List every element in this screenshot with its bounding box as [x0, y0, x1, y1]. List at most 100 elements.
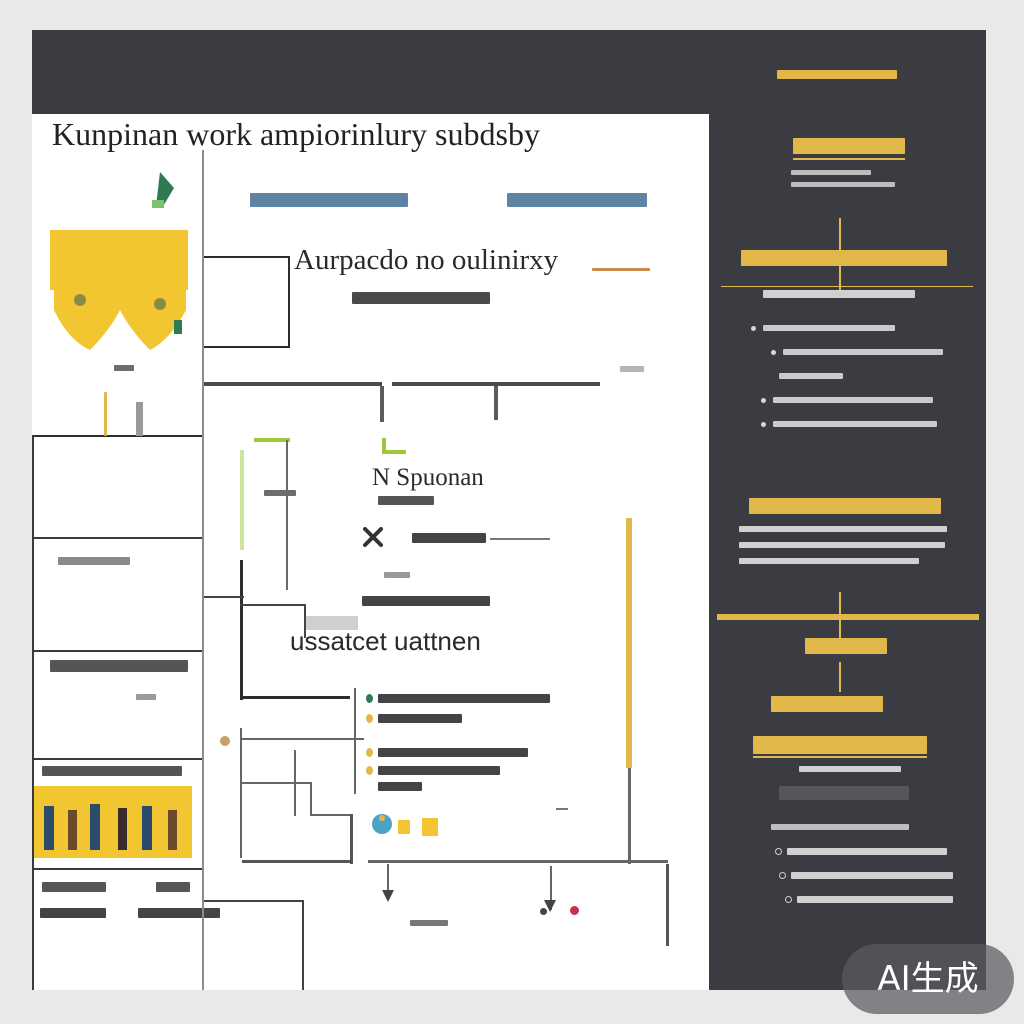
plan-wall [304, 604, 306, 638]
bottom-list-marker [775, 848, 782, 855]
sidebar-gold-band [717, 614, 979, 620]
poster-subtitle: Kunpinan work ampiorinlury subdsby [52, 116, 540, 152]
gallery-caption-right [156, 882, 190, 892]
sidebar-text [799, 766, 901, 772]
sidebar-text [763, 290, 915, 298]
legend-marker [366, 714, 373, 723]
plan-drop-line [550, 866, 552, 910]
plan-label-secondary: ussatcet uattnen [290, 626, 481, 656]
left-box-divider-4 [32, 868, 202, 870]
plan-furniture [306, 616, 358, 630]
plan-wall [204, 256, 290, 258]
bullet-text [779, 373, 843, 379]
sidebar-text-faint [779, 786, 909, 800]
bullet-text [763, 325, 895, 331]
room-label [384, 572, 410, 578]
sidebar-heading-4 [805, 638, 887, 654]
heading-underline-accent [592, 268, 650, 271]
plan-wall-vertical [240, 560, 243, 700]
left-box-divider-1 [32, 537, 202, 539]
gallery-caption-left [42, 882, 106, 892]
plan-wall-vertical [310, 782, 312, 816]
plan-wall-vertical [350, 814, 353, 864]
plan-label-primary-sub [378, 496, 434, 505]
blue-heading-right [507, 193, 647, 207]
sidebar-heading-2 [741, 250, 947, 266]
bullet-dot [771, 350, 776, 355]
footer-caption-right [138, 908, 220, 918]
x-marker-leader [490, 538, 550, 540]
footer-caption-left [40, 908, 106, 918]
green-accent [382, 450, 406, 454]
bullet-dot [761, 422, 766, 427]
left-box-divider-2 [32, 650, 202, 652]
plan-corridor-wall [392, 382, 600, 386]
legend-marker [366, 766, 373, 775]
caption-placeholder [114, 365, 134, 371]
plan-wall [556, 808, 568, 810]
legend-marker [366, 694, 373, 703]
legend-text [378, 766, 500, 775]
post-marker [136, 402, 143, 436]
bottom-list-item [797, 896, 953, 903]
plan-column [380, 386, 384, 422]
people-gallery-image [34, 786, 192, 858]
bullet-dot [761, 398, 766, 403]
sidebar-vertical-gold-line [839, 662, 841, 692]
sidebar-heading-3 [749, 498, 941, 514]
header-bar [32, 30, 986, 114]
plan-wall [242, 696, 350, 699]
sidebar-heading-1 [793, 138, 905, 154]
green-accent [254, 438, 290, 442]
yellow-vertical-accent [626, 518, 632, 768]
bottom-list-item [791, 872, 953, 879]
plan-wall [204, 596, 244, 598]
bullet-text [773, 397, 933, 403]
gallery-heading [42, 766, 182, 776]
bullet-dot [751, 326, 756, 331]
x-marker-label [412, 533, 486, 543]
plan-wall [240, 604, 306, 606]
sidebar-heading-6 [753, 736, 927, 754]
sidebar-heading-6-underline [753, 756, 927, 758]
bullet-text [773, 421, 937, 427]
plan-marker-tan [220, 736, 230, 746]
plan-wall-vertical [354, 688, 356, 794]
legend-marker [366, 748, 373, 757]
plan-fixtures-icon [368, 814, 444, 838]
plan-wall [240, 738, 364, 740]
ai-generated-badge: AI生成 [842, 944, 1014, 1014]
plan-wall [288, 256, 290, 348]
bottom-list-marker [779, 872, 786, 879]
poster-canvas: Kunpinan work ampiorinlury subdsby [32, 30, 986, 990]
plan-label-small [620, 366, 644, 372]
left-box-caption [58, 557, 130, 565]
plan-wall [240, 782, 312, 784]
room-label-long [362, 596, 490, 606]
section-subheading [352, 292, 490, 304]
plan-wall [204, 346, 290, 348]
bottom-list-marker [785, 896, 792, 903]
sidebar-text [739, 526, 947, 532]
bottom-list-item [787, 848, 947, 855]
legend-text [378, 782, 422, 791]
blue-heading-left [250, 193, 408, 207]
plan-wall-vertical [286, 440, 288, 590]
left-box-heading [50, 660, 188, 672]
green-accent [240, 450, 244, 550]
bullet-text [783, 349, 943, 355]
green-figure-icon [152, 172, 174, 208]
divider-line [32, 435, 202, 437]
arrow-down-icon [544, 900, 556, 912]
plan-wall-vertical [240, 728, 242, 858]
sidebar-heading-5 [771, 696, 883, 712]
legend-text [378, 694, 550, 703]
plan-footnote [410, 920, 448, 926]
arrow-down-icon [382, 890, 394, 902]
plan-wall-vertical [628, 768, 631, 864]
plan-dot [540, 908, 547, 915]
plan-corridor-wall [204, 382, 382, 386]
plan-wall [310, 814, 352, 816]
plan-dot-red [570, 906, 579, 915]
sidebar-vertical-gold-line [839, 592, 841, 640]
